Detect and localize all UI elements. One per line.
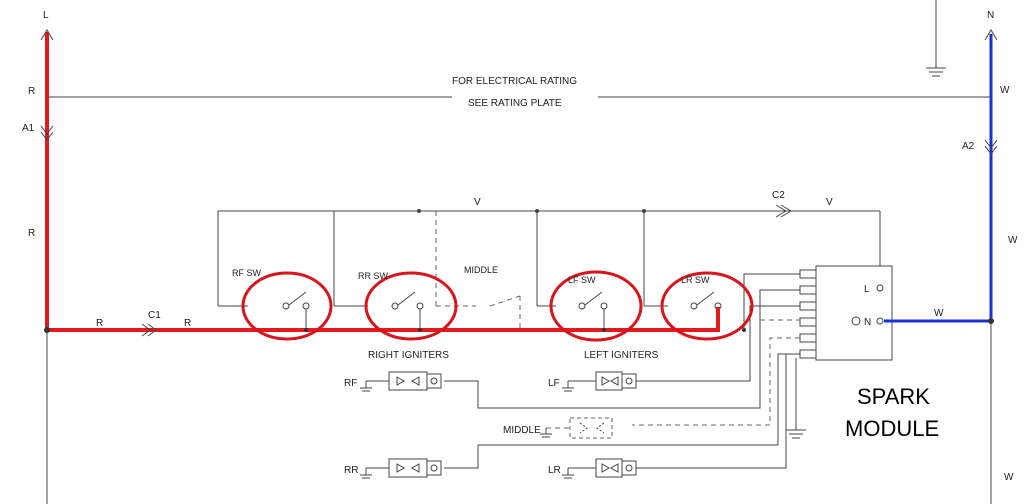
label-W-top: W <box>1000 85 1010 96</box>
igniter-rr <box>360 458 442 479</box>
label-C2: C2 <box>772 190 785 201</box>
highlight-circles <box>241 270 754 342</box>
label-RF: RF <box>344 378 357 389</box>
igniter-wiring <box>444 273 800 469</box>
switch-enclosure <box>217 204 881 307</box>
highlight-circle-lr-sw <box>660 271 754 341</box>
label-middle-top: MIDDLE <box>464 265 498 275</box>
label-module-L: L <box>864 284 870 295</box>
label-C1: C1 <box>148 310 161 321</box>
label-rf-sw: RF SW <box>232 268 262 278</box>
rating-text-1: FOR ELECTRICAL RATING <box>452 76 577 87</box>
label-W-mid: W <box>1008 235 1018 246</box>
label-middle-bottom: MIDDLE <box>503 425 541 436</box>
label-V-right: V <box>826 197 833 208</box>
igniter-middle <box>540 417 613 439</box>
label-lf-sw: LF SW <box>568 275 596 285</box>
rating-text-2: SEE RATING PLATE <box>468 98 562 109</box>
label-LR: LR <box>548 465 561 476</box>
label-N: N <box>987 10 994 21</box>
label-lr-sw: LR SW <box>681 275 710 285</box>
spark-module-title-1: SPARK <box>857 384 930 409</box>
igniter-lr <box>562 458 637 479</box>
igniter-lf <box>562 371 637 392</box>
labels: L N R A1 R W A2 W W FOR ELECTRICAL RATIN… <box>22 10 1018 483</box>
label-rr-sw: RR SW <box>358 271 389 281</box>
label-RR: RR <box>344 465 358 476</box>
label-left-igniters: LEFT IGNITERS <box>584 350 659 361</box>
spark-module <box>786 265 893 439</box>
switch-rr <box>391 291 424 329</box>
label-R-mid: R <box>28 228 35 239</box>
ground-symbol-top <box>926 0 946 77</box>
label-R-bus-2: R <box>184 318 191 329</box>
highlight-circle-lf-sw <box>549 270 643 342</box>
label-A1: A1 <box>22 123 35 134</box>
spark-module-title-2: MODULE <box>845 416 939 441</box>
neutral-wire-N <box>884 29 998 324</box>
switch-lf <box>578 291 608 329</box>
label-R-bus-1: R <box>96 318 103 329</box>
switch-lr <box>690 291 722 310</box>
label-W-bottom: W <box>1004 472 1014 483</box>
label-module-N: N <box>864 317 871 328</box>
label-LF: LF <box>548 378 560 389</box>
highlight-circle-rr-sw <box>364 271 458 341</box>
highlight-circle-rf-sw <box>241 271 333 341</box>
label-R-top: R <box>28 86 35 97</box>
label-W-module: W <box>934 308 944 319</box>
hot-wire-L1 <box>40 29 746 337</box>
label-right-igniters: RIGHT IGNITERS <box>368 350 449 361</box>
label-V-left: V <box>474 197 481 208</box>
label-L: L <box>43 10 49 21</box>
igniter-rf <box>360 371 442 392</box>
lower-lines <box>46 321 992 504</box>
label-A2: A2 <box>962 141 975 152</box>
switch-rf <box>282 291 310 329</box>
